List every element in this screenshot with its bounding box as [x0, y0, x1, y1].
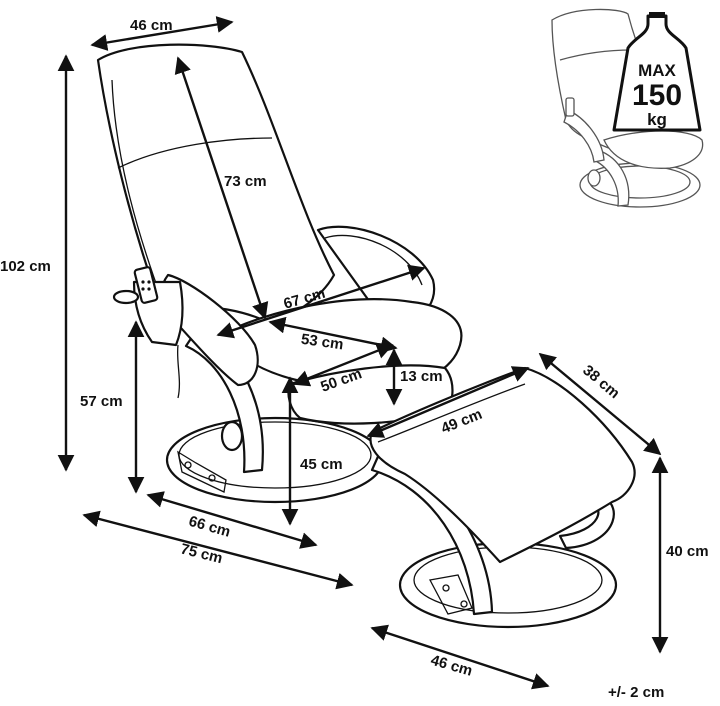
- label-seat-height: 45 cm: [300, 456, 343, 473]
- badge-max: MAX: [638, 61, 676, 80]
- chair-base: [165, 416, 385, 504]
- label-total-height: 102 cm: [0, 258, 51, 275]
- dimension-labels: 46 cm 102 cm 73 cm 67 cm 53 cm 50 cm 13 …: [0, 17, 709, 701]
- label-tolerance: +/- 2 cm: [608, 684, 664, 701]
- badge-value: 150: [632, 79, 682, 112]
- weight-icon: [612, 14, 702, 132]
- label-total-depth: 75 cm: [179, 540, 224, 567]
- label-seat-thickness: 13 cm: [400, 368, 443, 385]
- dimension-lines: [57, 16, 669, 690]
- label-armrest-height: 57 cm: [80, 393, 123, 410]
- label-ottoman-depth: 38 cm: [579, 362, 623, 402]
- recline-knob: [220, 420, 244, 452]
- label-seat-width-top: 46 cm: [130, 17, 173, 34]
- chair-backrest: [96, 43, 336, 324]
- label-ottoman-height: 40 cm: [666, 543, 709, 560]
- label-seat-width: 53 cm: [300, 331, 344, 354]
- max-weight-badge: MAX 150 kg: [612, 12, 702, 132]
- remote-control-icon: [133, 266, 159, 304]
- label-backrest-length: 73 cm: [224, 173, 267, 190]
- badge-unit: kg: [647, 110, 667, 129]
- label-ottoman-base: 46 cm: [429, 652, 475, 680]
